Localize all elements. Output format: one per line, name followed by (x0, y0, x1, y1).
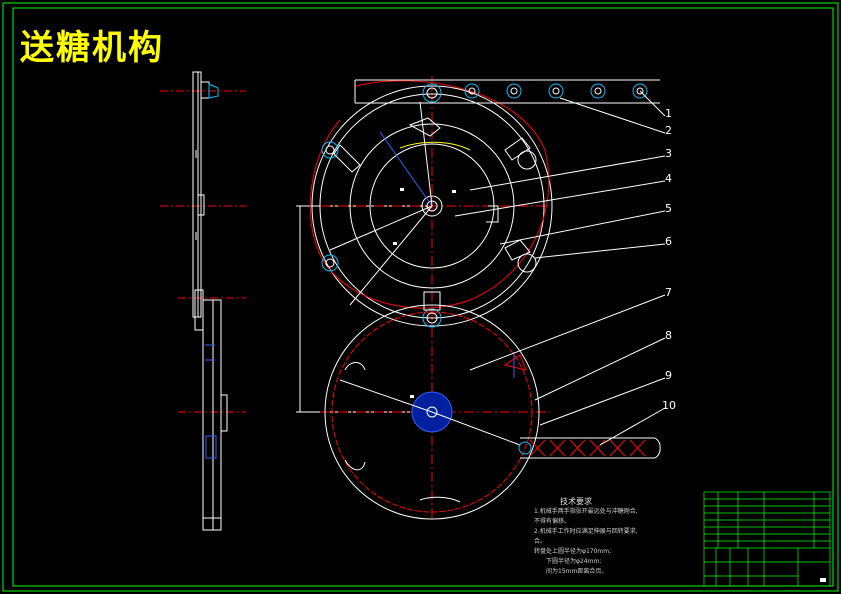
tech-line: 1.机械手两手指张开最远处与冲糖刚合, (534, 508, 638, 515)
discharge-conveyor (518, 437, 661, 459)
tech-line: 下圆半径为φ24mm; (546, 558, 602, 565)
upper-mechanism (309, 76, 553, 520)
tech-line: 转盘处上圆半径为φ170mm; (534, 548, 612, 555)
tech-heading: 技术要求 (560, 497, 592, 506)
lower-mechanism (320, 304, 550, 520)
title-block (703, 491, 831, 587)
callout-2: 2 (665, 124, 672, 137)
tech-line: 合。 (534, 538, 547, 545)
callout-8: 8 (665, 329, 672, 342)
leader-lines (454, 90, 666, 446)
tech-line: 2.机械手工作时应满足伸展与回转要求, (534, 528, 638, 535)
callout-9: 9 (665, 369, 672, 382)
tech-line: 不得有偏移。 (534, 518, 571, 525)
tech-line: 间为15mm距离合页。 (546, 568, 608, 575)
callout-1: 1 (665, 107, 672, 120)
callout-5: 5 (665, 202, 672, 215)
side-view (160, 71, 246, 531)
drawing-title: 送糖机构 (20, 28, 164, 68)
inner-frame (12, 7, 834, 587)
callout-4: 4 (665, 172, 672, 185)
callout-3: 3 (665, 147, 672, 160)
technical-requirements: 技术要求 1.机械手两手指张开最远处与冲糖刚合, 不得有偏移。 2.机械手工作时… (534, 497, 694, 577)
callout-10: 10 (662, 399, 676, 412)
feed-conveyor (354, 79, 660, 104)
callout-6: 6 (665, 235, 672, 248)
callout-7: 7 (665, 286, 672, 299)
